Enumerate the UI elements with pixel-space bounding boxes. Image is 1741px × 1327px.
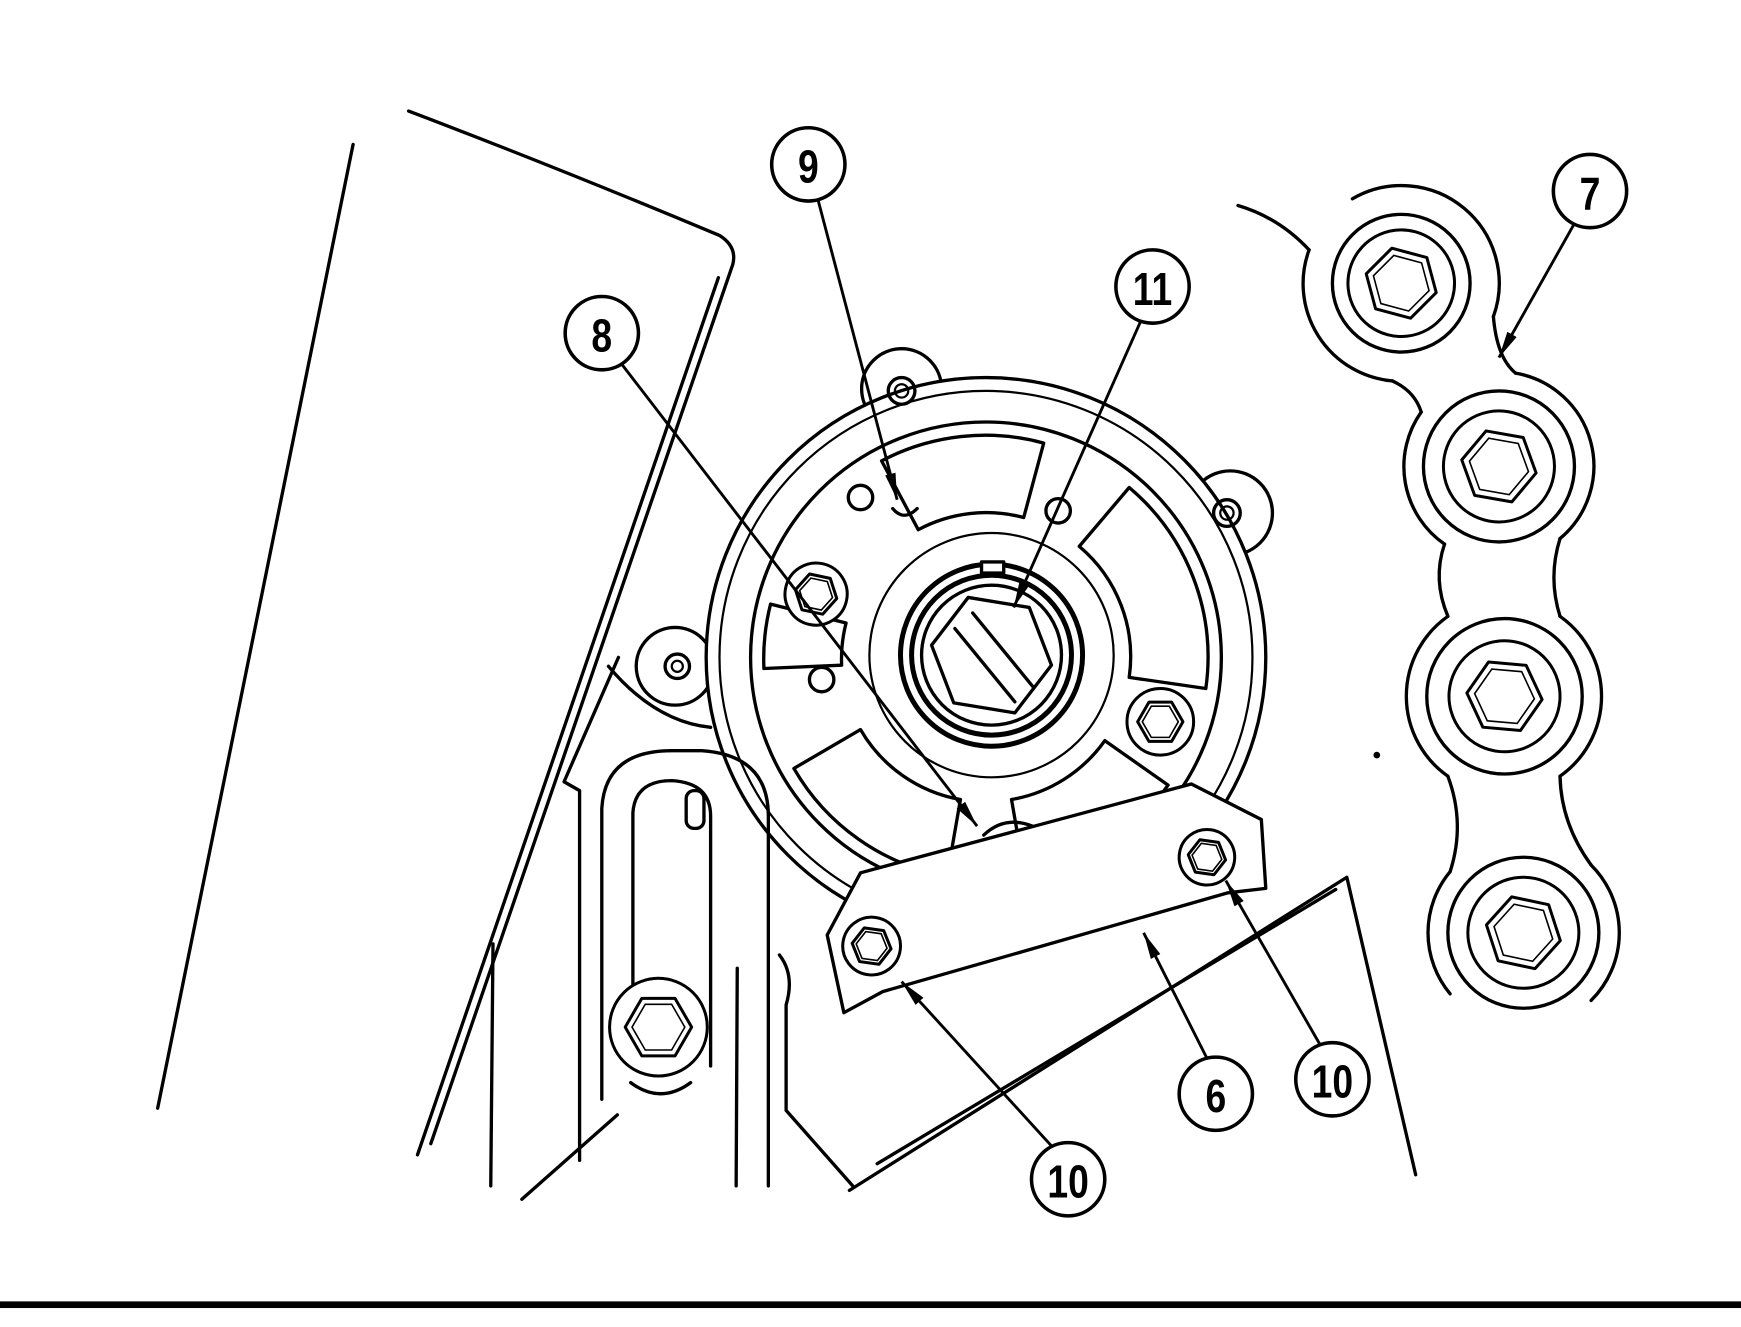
block-edge (562, 655, 621, 1163)
lobe-hole-right-inner (1219, 505, 1235, 521)
cover-outline (1301, 248, 1395, 383)
callout-label: 6 (1205, 1070, 1226, 1122)
cover-outline (1446, 774, 1459, 874)
callout-circle (1114, 248, 1191, 325)
callout-label: 10 (1312, 1056, 1353, 1108)
timing-mark (891, 506, 919, 517)
link-pin (684, 788, 706, 831)
link-bolt-head (610, 978, 708, 1076)
callout-circle (563, 294, 641, 372)
callout-circle (1551, 152, 1629, 230)
cover-outline (1437, 542, 1450, 618)
callout-10-bottom: 10 (1029, 1140, 1107, 1218)
link-rear-edge (734, 966, 739, 1188)
block-ledge (606, 664, 713, 730)
leader-line-10-right (1224, 879, 1322, 1046)
leader-line-10-bottom (900, 980, 1053, 1147)
callout-circle (1177, 1055, 1255, 1133)
callout-11: 11 (1114, 248, 1191, 325)
housing-edge-line (156, 142, 355, 1110)
bottom-rule (0, 1301, 1741, 1309)
stray-dot (1373, 751, 1381, 759)
nut-slot-edge (970, 611, 1035, 688)
panel-edge (406, 109, 736, 1146)
web-opening-top (879, 433, 1046, 532)
flange-lobe-left (634, 625, 716, 707)
callout-10-right: 10 (1293, 1040, 1371, 1118)
cover-outline (1404, 614, 1450, 778)
flange-bolt-head (1127, 688, 1194, 755)
web-hole (846, 483, 875, 512)
lobe-hole-top (886, 375, 917, 406)
leader-lines (620, 200, 1575, 1147)
leader-line-9 (816, 200, 899, 501)
lobe-hole-left (663, 652, 692, 681)
web-opening-bottom-left (792, 727, 963, 878)
callout-circle (769, 125, 847, 203)
callout-6: 6 (1177, 1055, 1255, 1133)
cover-outline (1558, 774, 1593, 867)
bracket-inner-edge (875, 887, 1338, 1166)
hub-nut-assembly (897, 560, 1086, 749)
cover-outline (1513, 371, 1596, 541)
callout-label: 7 (1580, 167, 1601, 219)
seal-retaining-tab (979, 560, 1006, 575)
leader-line-7 (1497, 224, 1575, 359)
lobe-hole-top-inner (893, 383, 910, 399)
support-bracket (847, 875, 1418, 1193)
lower-block-edge (777, 953, 855, 1188)
leader-line-6 (1142, 932, 1209, 1059)
block-vertical-edge (489, 942, 495, 1188)
slotted-link (600, 748, 771, 1188)
link-outer-edge (600, 748, 771, 1188)
cover-outline (1426, 870, 1452, 996)
lobe-hole-left-inner (670, 659, 684, 673)
cover-outline (1558, 614, 1604, 778)
callout-9: 9 (769, 125, 847, 203)
web-opening-right (1077, 485, 1210, 691)
leader-line-11 (1012, 321, 1142, 609)
callout-8: 8 (563, 294, 641, 372)
lobe-hole-right (1211, 498, 1242, 529)
mounting-plate (825, 782, 1268, 1015)
cover-outline (1350, 183, 1501, 319)
cover-outline (1402, 410, 1447, 546)
callout-label: 8 (591, 309, 612, 361)
nut-washer (919, 583, 1064, 727)
cover-outline (1552, 536, 1562, 618)
link-bolt-shadow (629, 1080, 693, 1096)
hub-nut-hex (929, 595, 1054, 715)
block-lower-diagonal (520, 1113, 620, 1201)
callout-7: 7 (1551, 152, 1629, 230)
link-slot (631, 778, 713, 1068)
cover-outline (1390, 379, 1423, 414)
hub-face (868, 531, 1115, 779)
callout-label: 10 (1047, 1156, 1088, 1208)
leader-line-8 (620, 363, 979, 828)
callout-label: 11 (1133, 263, 1172, 315)
callout-label: 9 (798, 141, 819, 193)
nut-slot-edge (953, 626, 1017, 704)
plate-body (825, 782, 1268, 1015)
plate-shim (982, 820, 1035, 837)
seal-inner-ring (909, 572, 1074, 738)
web-hole (807, 665, 836, 694)
callout-circle (1029, 1140, 1107, 1218)
callout-circle (1293, 1040, 1371, 1118)
cover-outline (1589, 863, 1621, 1003)
bracket-outer-edge (847, 875, 1418, 1193)
cover-outline (1236, 203, 1311, 252)
